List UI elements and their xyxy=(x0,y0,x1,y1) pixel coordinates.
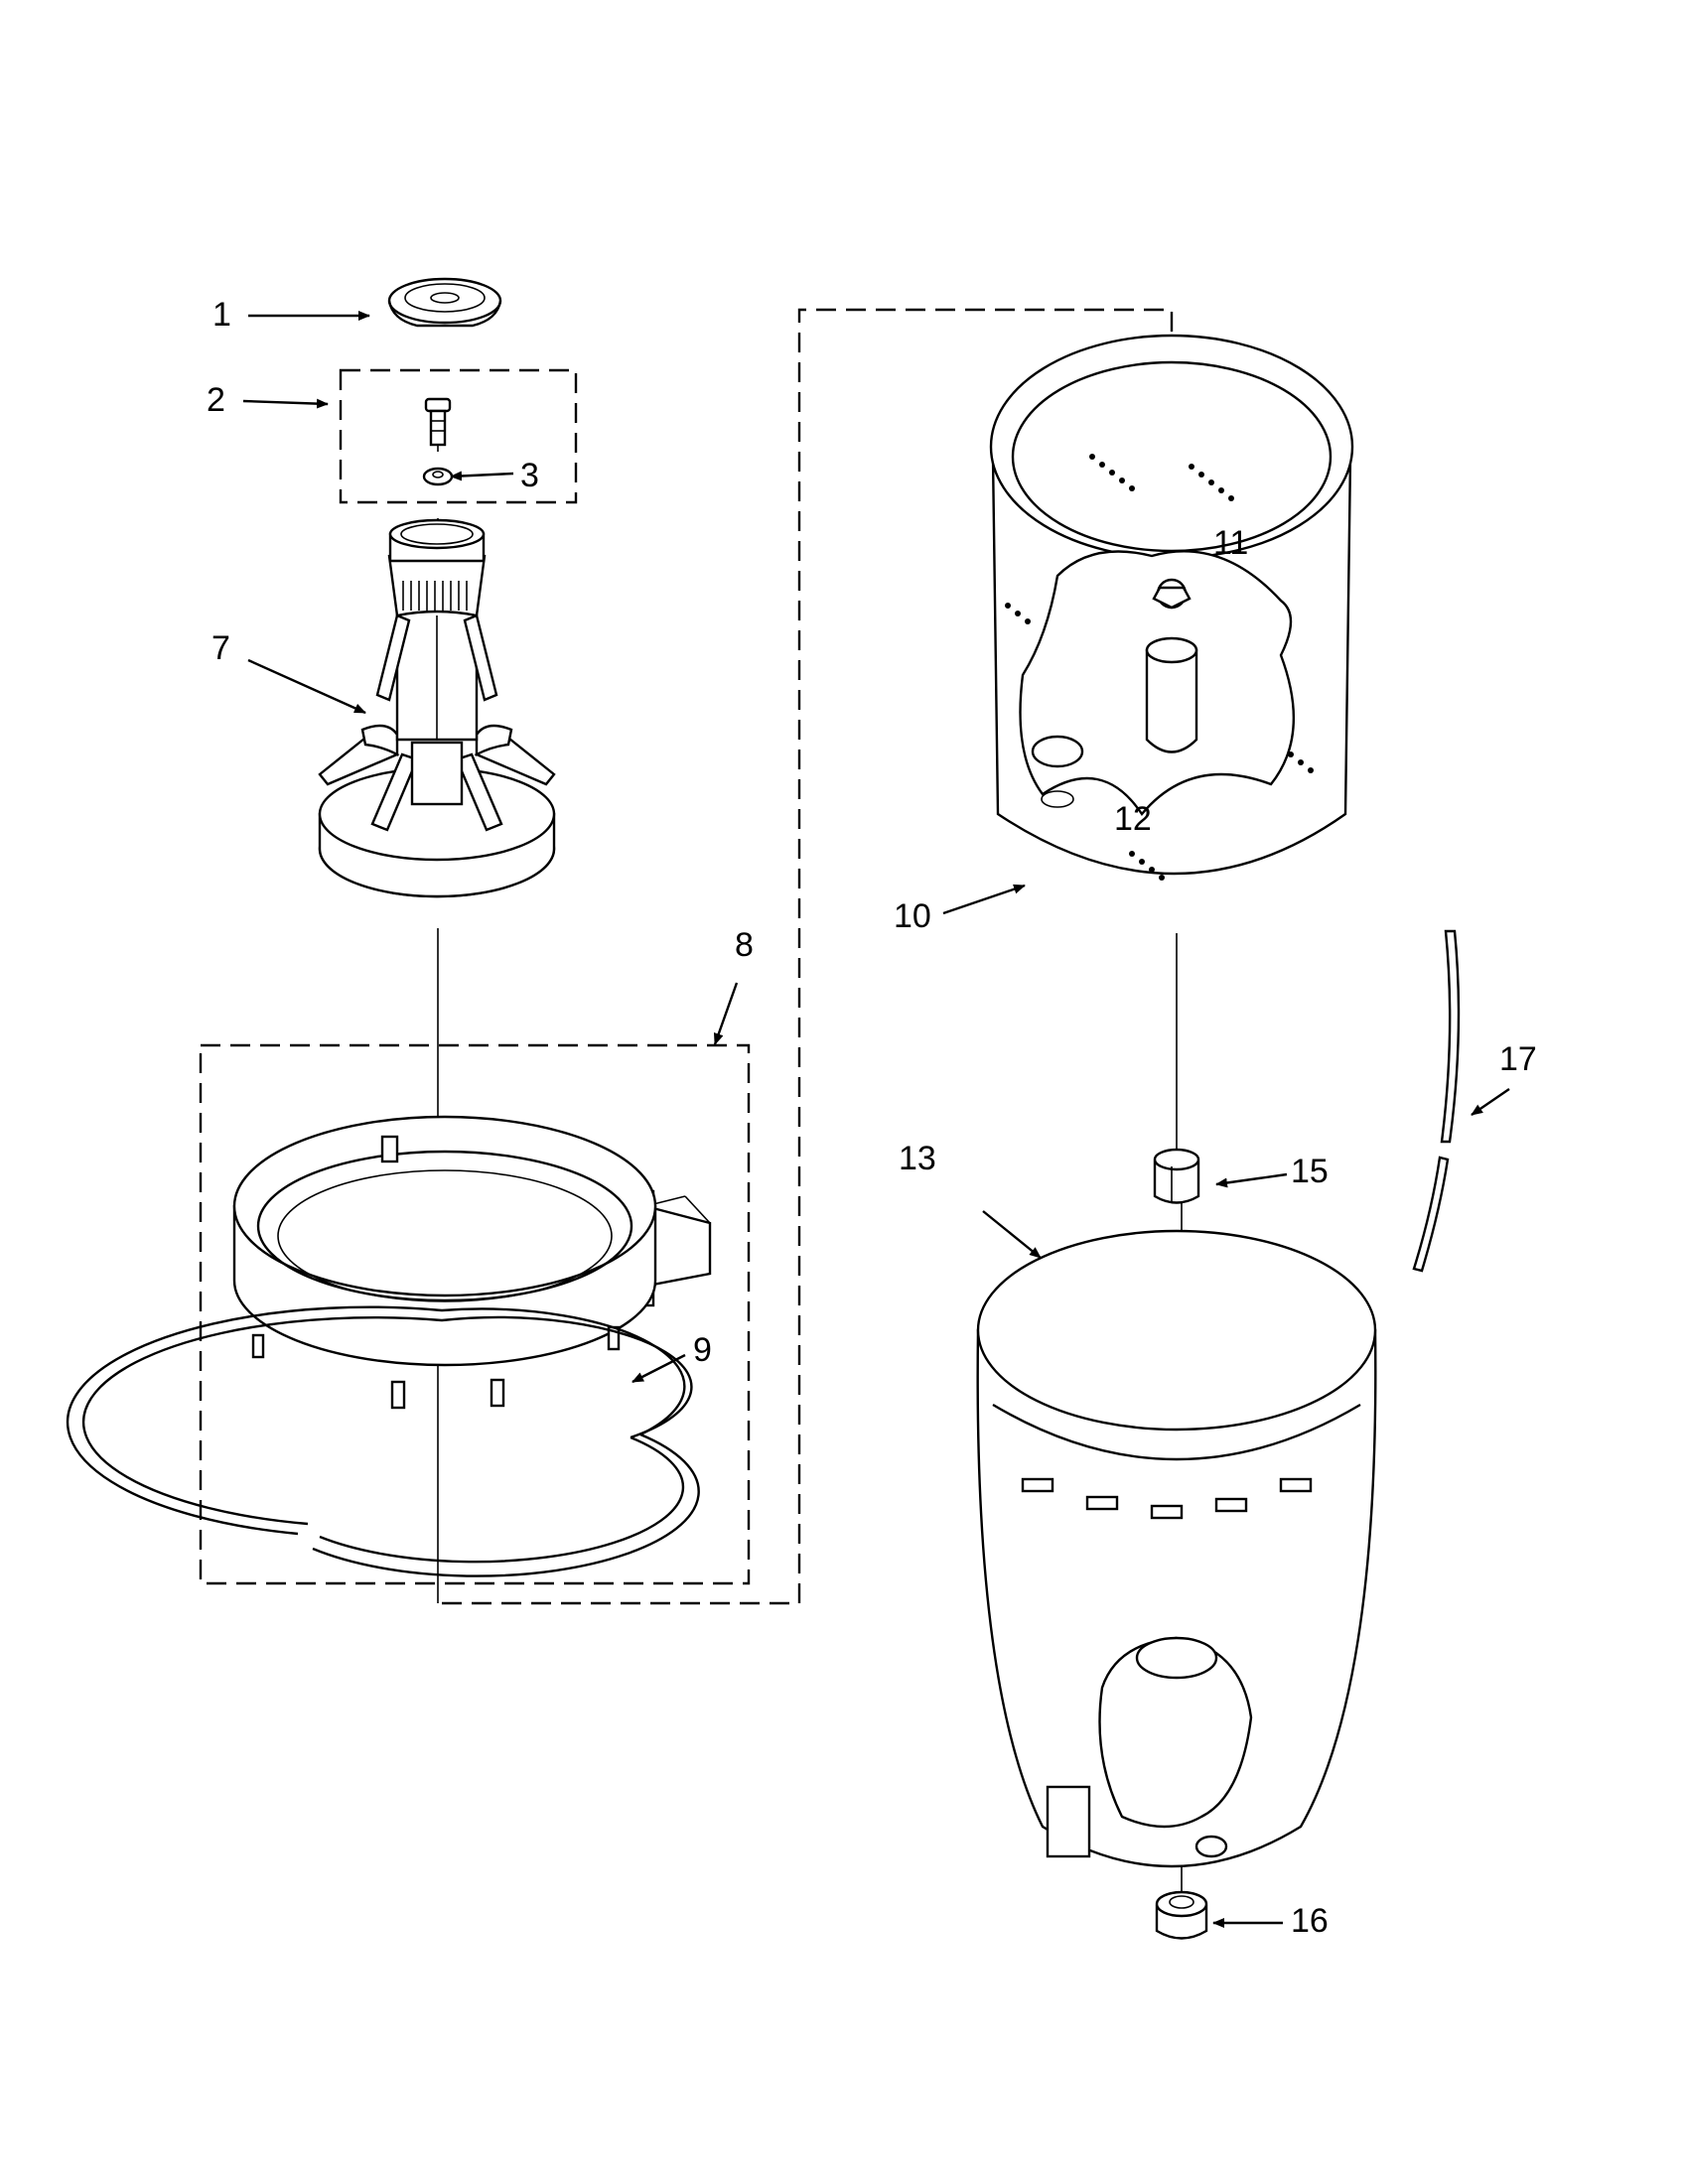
part-1-cap xyxy=(387,277,502,328)
callout-12: 12 xyxy=(1114,800,1152,838)
part-7-agitator xyxy=(318,518,556,898)
part-2-bolt xyxy=(424,397,452,447)
part-11-nut xyxy=(1152,586,1192,610)
part-15-coupling xyxy=(1153,1148,1200,1204)
part-9-ring xyxy=(66,1305,700,1577)
callout-16: 16 xyxy=(1291,1902,1329,1940)
callout-2: 2 xyxy=(207,381,225,419)
callout-3: 3 xyxy=(520,457,539,494)
part-13-outer-tub xyxy=(976,1229,1377,1868)
callout-15: 15 xyxy=(1291,1153,1329,1190)
callout-1: 1 xyxy=(212,296,231,334)
callout-10: 10 xyxy=(894,897,931,935)
callout-8: 8 xyxy=(735,926,754,964)
callout-9: 9 xyxy=(693,1331,712,1369)
part-17-hose xyxy=(1412,929,1461,1273)
callout-17: 17 xyxy=(1499,1040,1537,1078)
callout-13: 13 xyxy=(899,1140,936,1177)
part-10-basket xyxy=(989,334,1354,881)
callout-11: 11 xyxy=(1213,524,1249,562)
part-16-plug xyxy=(1155,1890,1208,1940)
callout-7: 7 xyxy=(211,629,230,667)
part-8-tub-ring xyxy=(232,1115,712,1410)
part-3-washer xyxy=(422,467,454,486)
